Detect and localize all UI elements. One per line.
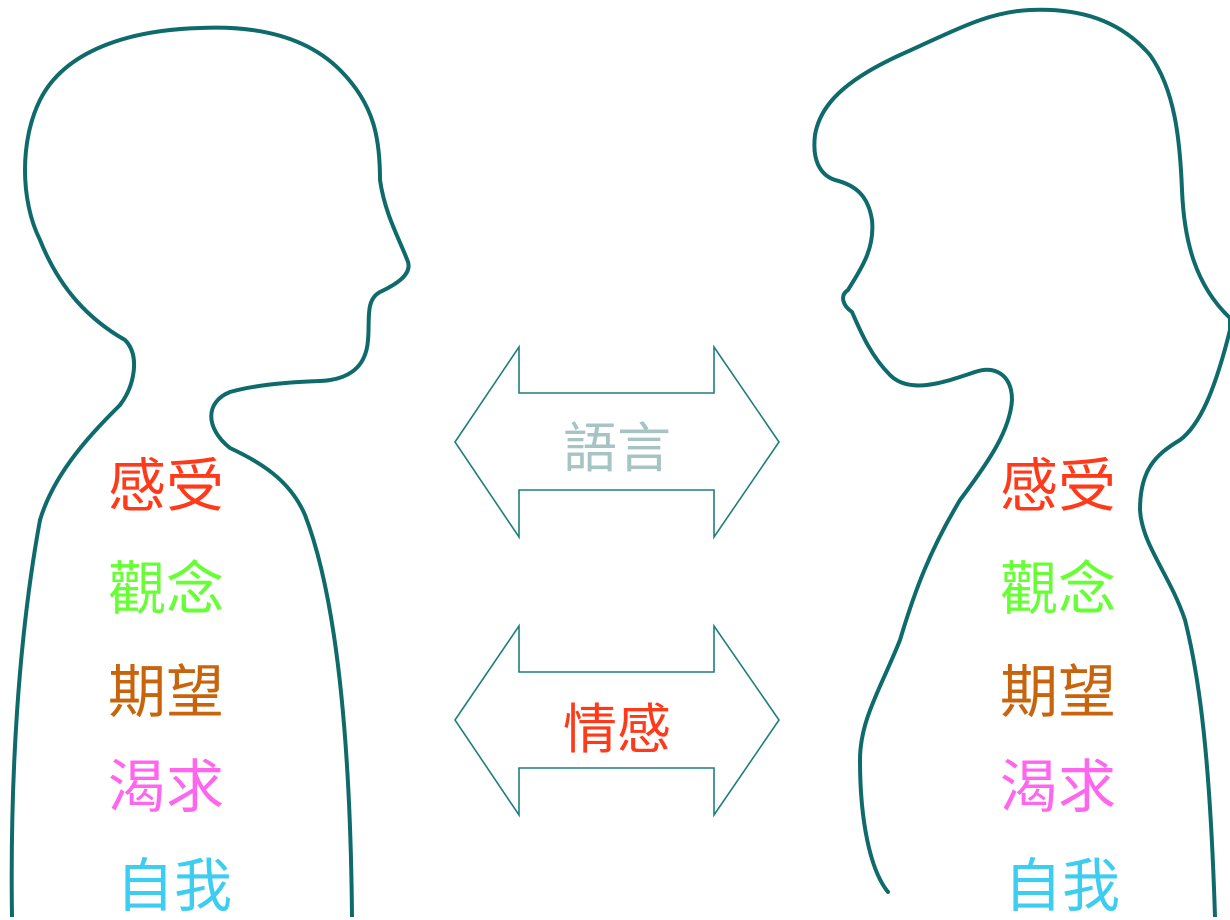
left-word-perceptions: 觀念 xyxy=(108,555,225,623)
arrow-label-language: 語言 xyxy=(563,417,671,480)
left-word-yearnings: 渴求 xyxy=(108,753,225,821)
right-word-feelings: 感受 xyxy=(1000,452,1117,520)
right-word-yearnings: 渴求 xyxy=(1000,753,1117,821)
emotion-double-arrow xyxy=(454,623,780,818)
left-word-feelings: 感受 xyxy=(108,452,225,520)
left-word-self: 自我 xyxy=(116,852,233,920)
left-word-expectations: 期望 xyxy=(108,658,225,726)
right-word-expectations: 期望 xyxy=(1000,658,1117,726)
right-word-self: 自我 xyxy=(1004,852,1121,920)
language-double-arrow xyxy=(454,344,780,540)
arrow-label-emotion: 情感 xyxy=(563,698,671,761)
left-person-silhouette xyxy=(9,25,411,917)
right-word-perceptions: 觀念 xyxy=(1000,555,1117,623)
right-person-silhouette xyxy=(812,7,1230,917)
